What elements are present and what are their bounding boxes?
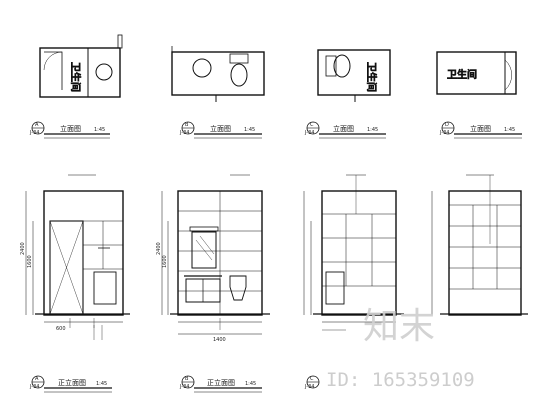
elevation-b-toilet <box>229 275 247 301</box>
plan-c-circle-num: J-34 <box>304 130 314 136</box>
plan-c-title: 立面图 <box>333 124 354 133</box>
plan-title-d <box>441 121 522 139</box>
elevation-c-circle-letter: C <box>310 376 314 382</box>
plan-b-basin <box>192 58 212 78</box>
plan-a: 卫生间 <box>39 34 123 98</box>
elevation-b-circle-letter: B <box>185 376 189 382</box>
elevation-dims: 2400 1600 600 2400 1600 1400 <box>20 242 226 343</box>
elevation-a-title: 正立面图 <box>58 378 86 387</box>
elevation-c-circle-num: J-34 <box>304 384 314 390</box>
plan-d-scale: 1:45 <box>504 127 515 133</box>
plan-b-toilet <box>230 63 248 87</box>
plan-c-circle-letter: C <box>310 122 314 128</box>
elevation-a-vanity <box>93 271 117 305</box>
elevation-title-a <box>31 375 112 393</box>
elevation-c <box>303 174 404 331</box>
elevation-a <box>25 174 130 340</box>
plan-d-circle-num: J-34 <box>439 130 449 136</box>
watermark: 知末 ID: 165359109 <box>326 306 475 391</box>
plan-c-toilet <box>333 54 351 78</box>
plan-a-scale: 1:45 <box>94 127 105 133</box>
plan-title-a <box>31 121 110 139</box>
plan-a-circle-num: J-34 <box>29 130 39 136</box>
elevation-a-door <box>49 220 84 315</box>
plan-b-circle-letter: B <box>185 122 189 128</box>
elevation-b <box>161 174 270 335</box>
plan-d-room-label: 卫生间 <box>447 68 477 81</box>
plan-b-circle-num: J-34 <box>179 130 189 136</box>
elevation-a-dim-width: 600 <box>56 326 66 332</box>
plan-b-scale: 1:45 <box>244 127 255 133</box>
plan-title-c <box>306 121 386 139</box>
plan-title-b <box>181 121 262 139</box>
elevation-a-dim-door: 1600 <box>27 255 33 268</box>
elevation-title-b <box>181 375 262 393</box>
elevation-a-dim-height: 2400 <box>20 242 26 255</box>
plan-a-circle-letter: A <box>35 122 39 128</box>
plan-c: 卫生间 <box>317 49 391 102</box>
plan-a-basin <box>95 63 113 81</box>
elevation-title-c <box>306 375 320 389</box>
elevation-b-circle-num: J-34 <box>179 384 189 390</box>
elevation-a-circle-letter: A <box>35 376 39 382</box>
plan-b <box>171 46 265 102</box>
plan-d-title: 立面图 <box>470 124 491 133</box>
elevation-d <box>431 174 528 316</box>
elevation-b-dim-mid: 1600 <box>162 255 168 268</box>
elevation-b-title: 正立面图 <box>207 378 235 387</box>
plan-a-room-label: 卫生间 <box>69 62 82 92</box>
plan-b-title: 立面图 <box>210 124 231 133</box>
elevation-b-dim-width: 1400 <box>213 337 226 343</box>
plan-d: 卫生间 <box>436 51 517 95</box>
elevation-c-vanity <box>325 271 345 305</box>
elevation-titles: A J-34 正立面图 1:45 B J-34 正立面图 1:45 C J-34 <box>29 376 314 390</box>
elevation-a-scale: 1:45 <box>96 381 107 387</box>
elevation-b-scale: 1:45 <box>245 381 256 387</box>
plan-a-title: 立面图 <box>60 124 81 133</box>
elevation-b-mirror <box>191 231 217 269</box>
elevation-a-circle-num: J-34 <box>29 384 39 390</box>
plan-d-circle-letter: D <box>445 122 449 128</box>
plan-c-scale: 1:45 <box>367 127 378 133</box>
elevation-b-dim-height: 2400 <box>156 242 162 255</box>
plan-c-room-label: 卫生间 <box>365 62 378 92</box>
plan-titles: A J-34 立面图 1:45 B J-34 立面图 1:45 C J-34 立… <box>29 122 515 136</box>
watermark-id: ID: 165359109 <box>326 369 475 391</box>
watermark-logo: 知末 <box>363 306 435 347</box>
